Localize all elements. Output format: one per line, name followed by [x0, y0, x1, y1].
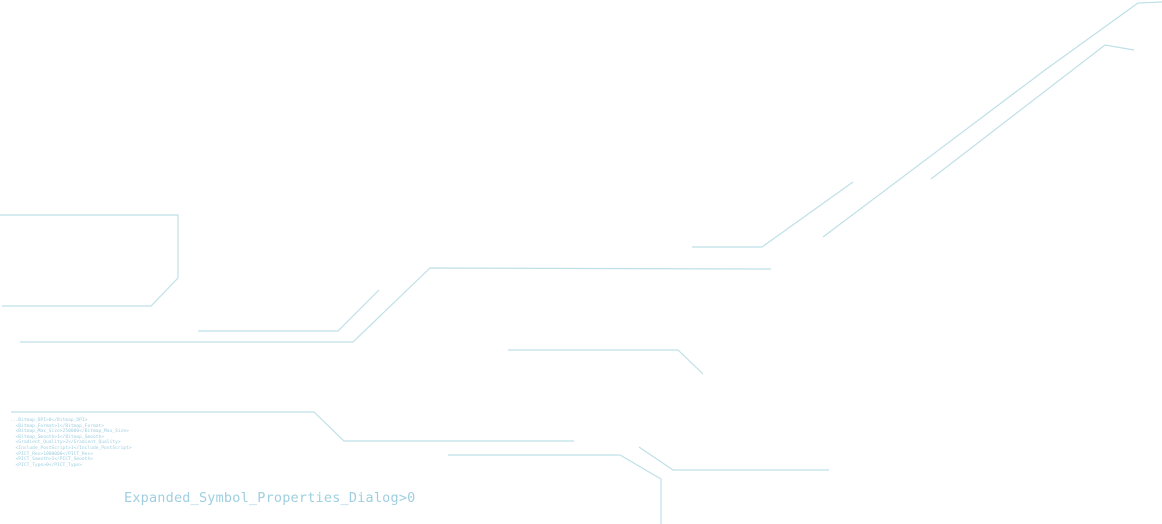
code-line: <Bitmap_Format>1</Bitmap_Format>: [10, 423, 105, 429]
code-line: ...Bitmap_DPI>0</Bitmap_DPI>: [10, 418, 88, 423]
circuit-line: [20, 267, 772, 343]
circuit-line: [508, 349, 704, 375]
code-line: <PICT_Res>1000000</PICT_Res>: [10, 451, 93, 457]
circuit-line: [198, 289, 380, 332]
circuit-line: [11, 411, 574, 442]
code-line: <PICT_Type>0</PICT_Type>: [10, 462, 82, 468]
code-line: <Gradient_Quality>2</Gradient_Quality>: [10, 440, 121, 446]
dialog-caption: Expanded_Symbol_Properties_Dialog>0: [124, 490, 416, 506]
xml-properties-text: ...Bitmap_DPI>0</Bitmap_DPI> <Bitmap_For…: [10, 418, 132, 468]
circuit-line: [930, 44, 1135, 180]
circuit-line: [0, 214, 179, 307]
code-line: <Bitmap_Smooth>1</Bitmap_Smooth>: [10, 434, 105, 440]
code-line: <Bitmap_Max_Size>250000</Bitmap_Max_Size…: [10, 429, 129, 435]
circuit-line: [638, 446, 829, 471]
code-line: <Include_PostScript>1</Include_PostScrip…: [10, 445, 132, 451]
circuit-line: [692, 181, 854, 248]
code-line: <PICT_Smooth>1</PICT_Smooth>: [10, 457, 93, 463]
circuit-line: [822, 1, 1162, 238]
circuit-line: [448, 454, 662, 524]
